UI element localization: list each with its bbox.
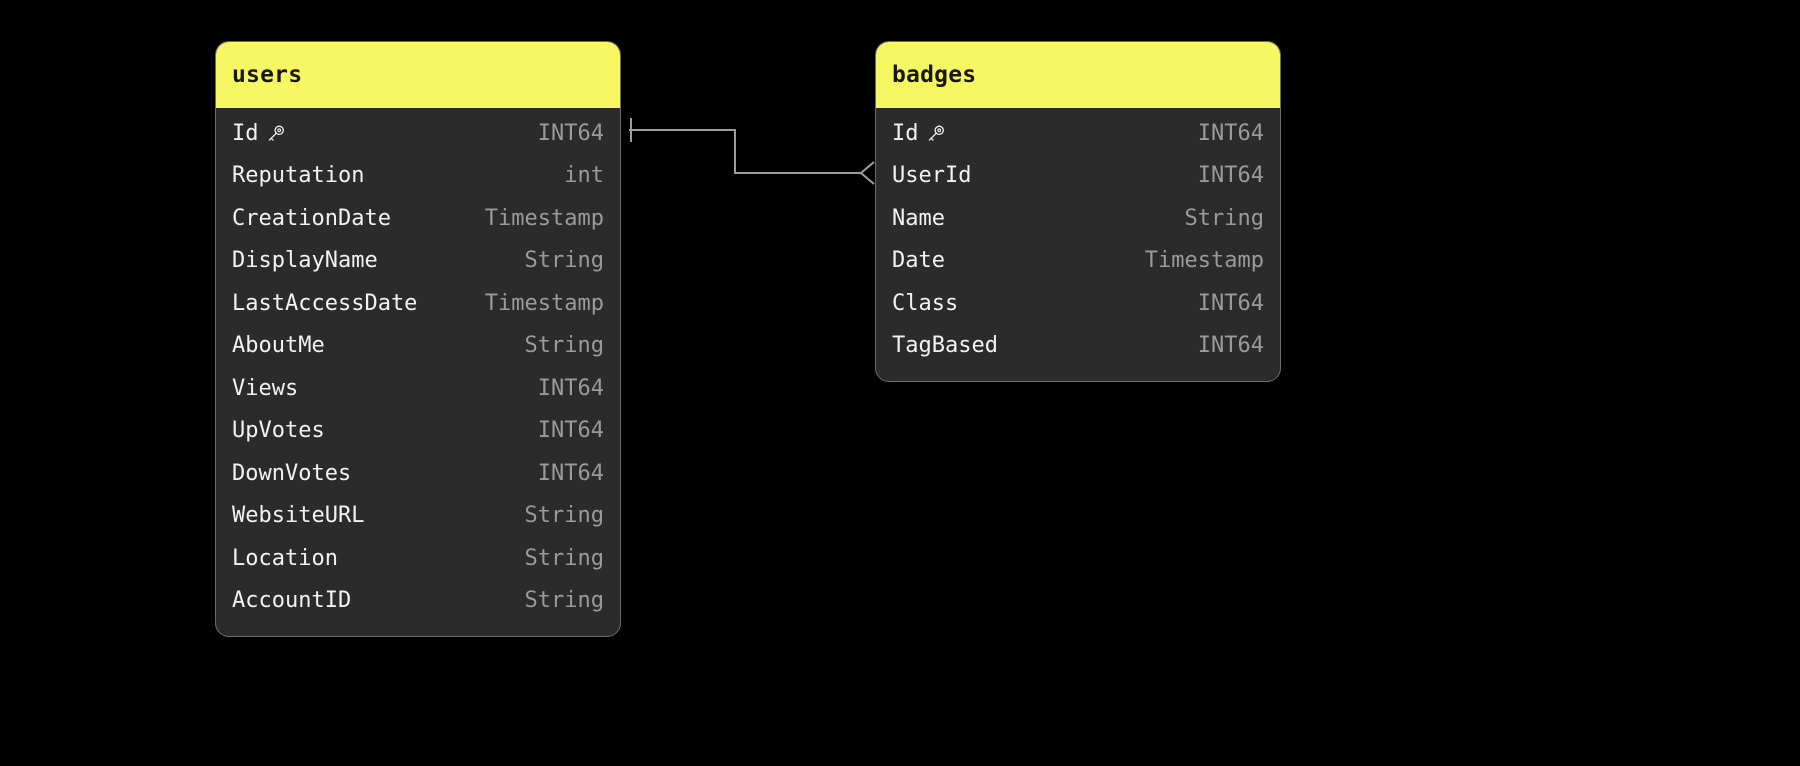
field-name-accountid: AccountID xyxy=(232,588,352,614)
field-name-aboutme: AboutMe xyxy=(232,333,325,359)
connector-line xyxy=(629,129,862,174)
key-icon xyxy=(926,124,946,144)
field-type-websiteurl: String xyxy=(524,503,604,529)
field-type-reputation: int xyxy=(564,163,604,189)
field-name-name: Name xyxy=(892,205,945,231)
field-name-lastaccessdate: LastAccessDate xyxy=(232,290,418,316)
field-name-date: Date xyxy=(892,248,945,274)
field-name-location: Location xyxy=(232,545,338,571)
field-type-userid: INT64 xyxy=(1197,163,1264,189)
entity-title-users: users xyxy=(216,42,620,108)
entity-fields-users: Id INT64 Reputation int xyxy=(216,108,620,636)
field-row-accountid[interactable]: AccountID String xyxy=(216,580,620,623)
field-name-class: Class xyxy=(892,290,959,316)
field-type-location: String xyxy=(524,545,604,571)
field-row-downvotes[interactable]: DownVotes INT64 xyxy=(216,452,620,495)
field-name-tagbased: TagBased xyxy=(892,333,998,359)
field-type-aboutme: String xyxy=(524,333,604,359)
entity-box-badges[interactable]: badges Id INT64 User xyxy=(875,41,1281,382)
field-type-name: String xyxy=(1184,205,1264,231)
field-row-name[interactable]: Name String xyxy=(876,197,1280,240)
field-type-upvotes: INT64 xyxy=(537,418,604,444)
field-label: Id xyxy=(232,120,259,146)
field-type-downvotes: INT64 xyxy=(537,460,604,486)
field-name-websiteurl: WebsiteURL xyxy=(232,503,365,529)
field-row-lastaccessdate[interactable]: LastAccessDate Timestamp xyxy=(216,282,620,325)
field-name-id: Id xyxy=(232,121,286,146)
field-row-upvotes[interactable]: UpVotes INT64 xyxy=(216,410,620,453)
entity-fields-badges: Id INT64 UserId INT64 xyxy=(876,108,1280,381)
key-icon xyxy=(266,124,286,144)
field-type-tagbased: INT64 xyxy=(1197,333,1264,359)
field-name-views: Views xyxy=(232,375,299,401)
field-row-tagbased[interactable]: TagBased INT64 xyxy=(876,325,1280,368)
field-row-location[interactable]: Location String xyxy=(216,537,620,580)
field-row-views[interactable]: Views INT64 xyxy=(216,367,620,410)
field-type-badges-id: INT64 xyxy=(1197,120,1264,146)
cardinality-many-marker xyxy=(859,161,875,185)
field-name-userid: UserId xyxy=(892,163,972,189)
field-type-displayname: String xyxy=(524,248,604,274)
field-type-views: INT64 xyxy=(537,375,604,401)
field-row-userid[interactable]: UserId INT64 xyxy=(876,155,1280,198)
field-name-downvotes: DownVotes xyxy=(232,460,352,486)
field-name-upvotes: UpVotes xyxy=(232,418,325,444)
field-row-websiteurl[interactable]: WebsiteURL String xyxy=(216,495,620,538)
field-label: Id xyxy=(892,120,919,146)
entity-title-badges: badges xyxy=(876,42,1280,108)
field-row-class[interactable]: Class INT64 xyxy=(876,282,1280,325)
field-type-class: INT64 xyxy=(1197,290,1264,316)
field-type-creationdate: Timestamp xyxy=(484,205,604,231)
field-type-date: Timestamp xyxy=(1144,248,1264,274)
field-type-id: INT64 xyxy=(537,120,604,146)
field-row-creationdate[interactable]: CreationDate Timestamp xyxy=(216,197,620,240)
field-type-accountid: String xyxy=(524,588,604,614)
field-row-id[interactable]: Id INT64 xyxy=(216,112,620,155)
field-name-reputation: Reputation xyxy=(232,163,365,189)
field-name-displayname: DisplayName xyxy=(232,248,378,274)
field-name-creationdate: CreationDate xyxy=(232,205,391,231)
field-row-date[interactable]: Date Timestamp xyxy=(876,240,1280,283)
entity-box-users[interactable]: users Id INT64 Reput xyxy=(215,41,621,637)
field-row-displayname[interactable]: DisplayName String xyxy=(216,240,620,283)
field-row-badges-id[interactable]: Id INT64 xyxy=(876,112,1280,155)
field-row-aboutme[interactable]: AboutMe String xyxy=(216,325,620,368)
field-row-reputation[interactable]: Reputation int xyxy=(216,155,620,198)
field-type-lastaccessdate: Timestamp xyxy=(484,290,604,316)
field-name-badges-id: Id xyxy=(892,121,946,146)
